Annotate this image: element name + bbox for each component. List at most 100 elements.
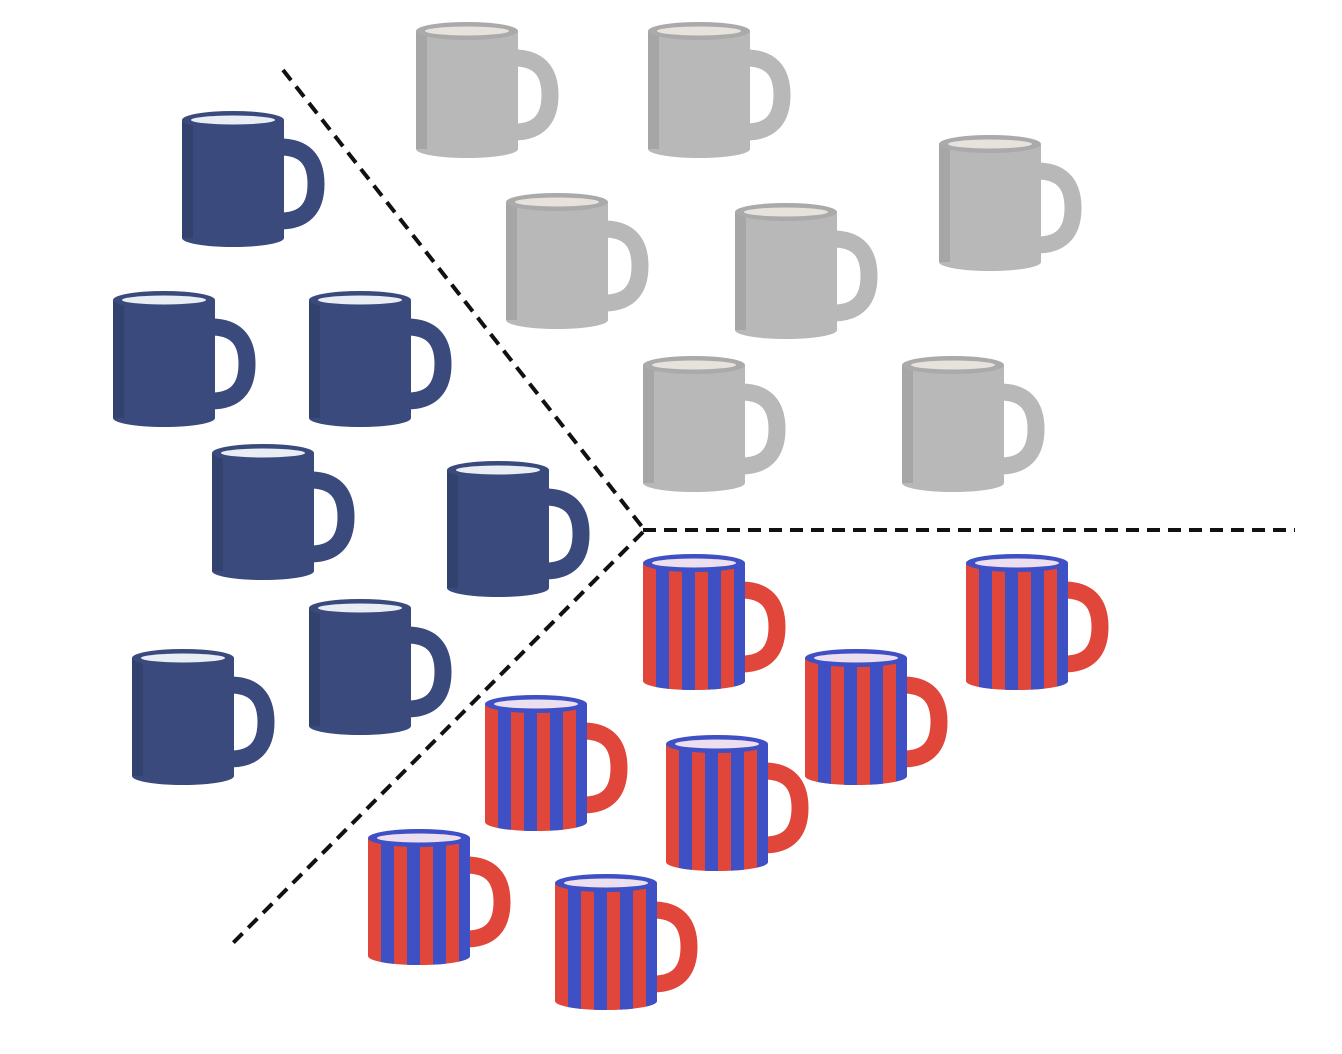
mug-icon [939, 135, 1082, 271]
mug-side-shade [212, 453, 223, 571]
divider-line-lower-left [227, 530, 645, 949]
mug-icon [555, 874, 698, 1010]
mug-handle [1036, 162, 1082, 254]
mug-handle [740, 581, 786, 673]
mug-side-shade [182, 120, 193, 238]
mug-handle [832, 230, 878, 322]
mug-opening [911, 360, 995, 370]
mug-icon [902, 356, 1045, 492]
mug-handle [309, 471, 355, 563]
mug-handle [763, 762, 809, 854]
mug-body [666, 744, 768, 871]
mug-handle [1063, 581, 1109, 673]
mug-side-shade [309, 608, 320, 726]
mug-handle [745, 49, 791, 141]
mug-icon [416, 22, 559, 158]
mug-handle [603, 220, 649, 312]
mug-handle [582, 722, 628, 814]
mug-handle [465, 856, 511, 948]
mug-handle [279, 138, 325, 230]
mug-opening [122, 295, 206, 305]
mug-side-shade [113, 300, 124, 418]
divider-lines [227, 68, 1295, 949]
mug-side-shade [902, 365, 913, 483]
mug-icon [648, 22, 791, 158]
mug-opening [948, 139, 1032, 149]
mug-side-shade [643, 365, 654, 483]
mug-opening [675, 739, 759, 749]
mug-side-shade [648, 31, 659, 149]
mug-side-shade [416, 31, 427, 149]
mug-side-shade [447, 470, 458, 588]
mug-icon [113, 291, 256, 427]
mug-handle [999, 383, 1045, 475]
mug-handle [513, 49, 559, 141]
mug-handle [652, 901, 698, 993]
mug-body [902, 365, 1004, 483]
mug-opening [141, 653, 225, 663]
cluster-red-blue-striped [368, 554, 1109, 1010]
mug-icon [643, 554, 786, 690]
mug-icon [309, 599, 452, 735]
mug-body [643, 563, 745, 690]
mug-body [416, 31, 518, 149]
mug-icon [368, 829, 511, 965]
mug-opening [515, 197, 599, 207]
mug-body [805, 658, 907, 785]
mug-body [212, 453, 314, 571]
mug-opening [814, 653, 898, 663]
mug-opening [975, 558, 1059, 568]
mug-opening [221, 448, 305, 458]
mug-icon [182, 111, 325, 247]
mug-icon [212, 444, 355, 580]
mug-side-shade [506, 202, 517, 320]
mug-opening [657, 26, 741, 36]
mug-body [648, 31, 750, 149]
mug-opening [652, 360, 736, 370]
mug-side-shade [735, 212, 746, 330]
cluster-solid-blue [113, 111, 590, 785]
mug-opening [494, 699, 578, 709]
mug-icon [485, 695, 628, 831]
mug-body [309, 608, 411, 726]
cluster-solid-gray [416, 22, 1082, 492]
mug-body [113, 300, 215, 418]
mug-opening [456, 465, 540, 475]
mug-body [735, 212, 837, 330]
mug-handle [902, 676, 948, 768]
mug-handle [544, 488, 590, 580]
mug-icon [447, 461, 590, 597]
mug-body [939, 144, 1041, 262]
mug-handle [740, 383, 786, 475]
mug-icon [805, 649, 948, 785]
mug-icon [643, 356, 786, 492]
mug-opening [318, 295, 402, 305]
mug-body [506, 202, 608, 320]
mug-opening [652, 558, 736, 568]
mug-body [485, 704, 587, 831]
mug-icon [132, 649, 275, 785]
mug-opening [377, 833, 461, 843]
mug-side-shade [309, 300, 320, 418]
mug-opening [425, 26, 509, 36]
mug-icon [506, 193, 649, 329]
mug-body [368, 838, 470, 965]
mug-body [447, 470, 549, 588]
mug-body [966, 563, 1068, 690]
mug-handle [406, 318, 452, 410]
mug-icon [735, 203, 878, 339]
mug-body [132, 658, 234, 776]
divider-line-upper-left [281, 68, 645, 530]
mug-icon [966, 554, 1109, 690]
mug-body [555, 883, 657, 1010]
mug-opening [318, 603, 402, 613]
mug-body [309, 300, 411, 418]
mug-side-shade [939, 144, 950, 262]
mug-body [182, 120, 284, 238]
mug-body [643, 365, 745, 483]
mug-opening [744, 207, 828, 217]
mug-handle [229, 676, 275, 768]
mug-icon [309, 291, 452, 427]
mug-opening [564, 878, 648, 888]
